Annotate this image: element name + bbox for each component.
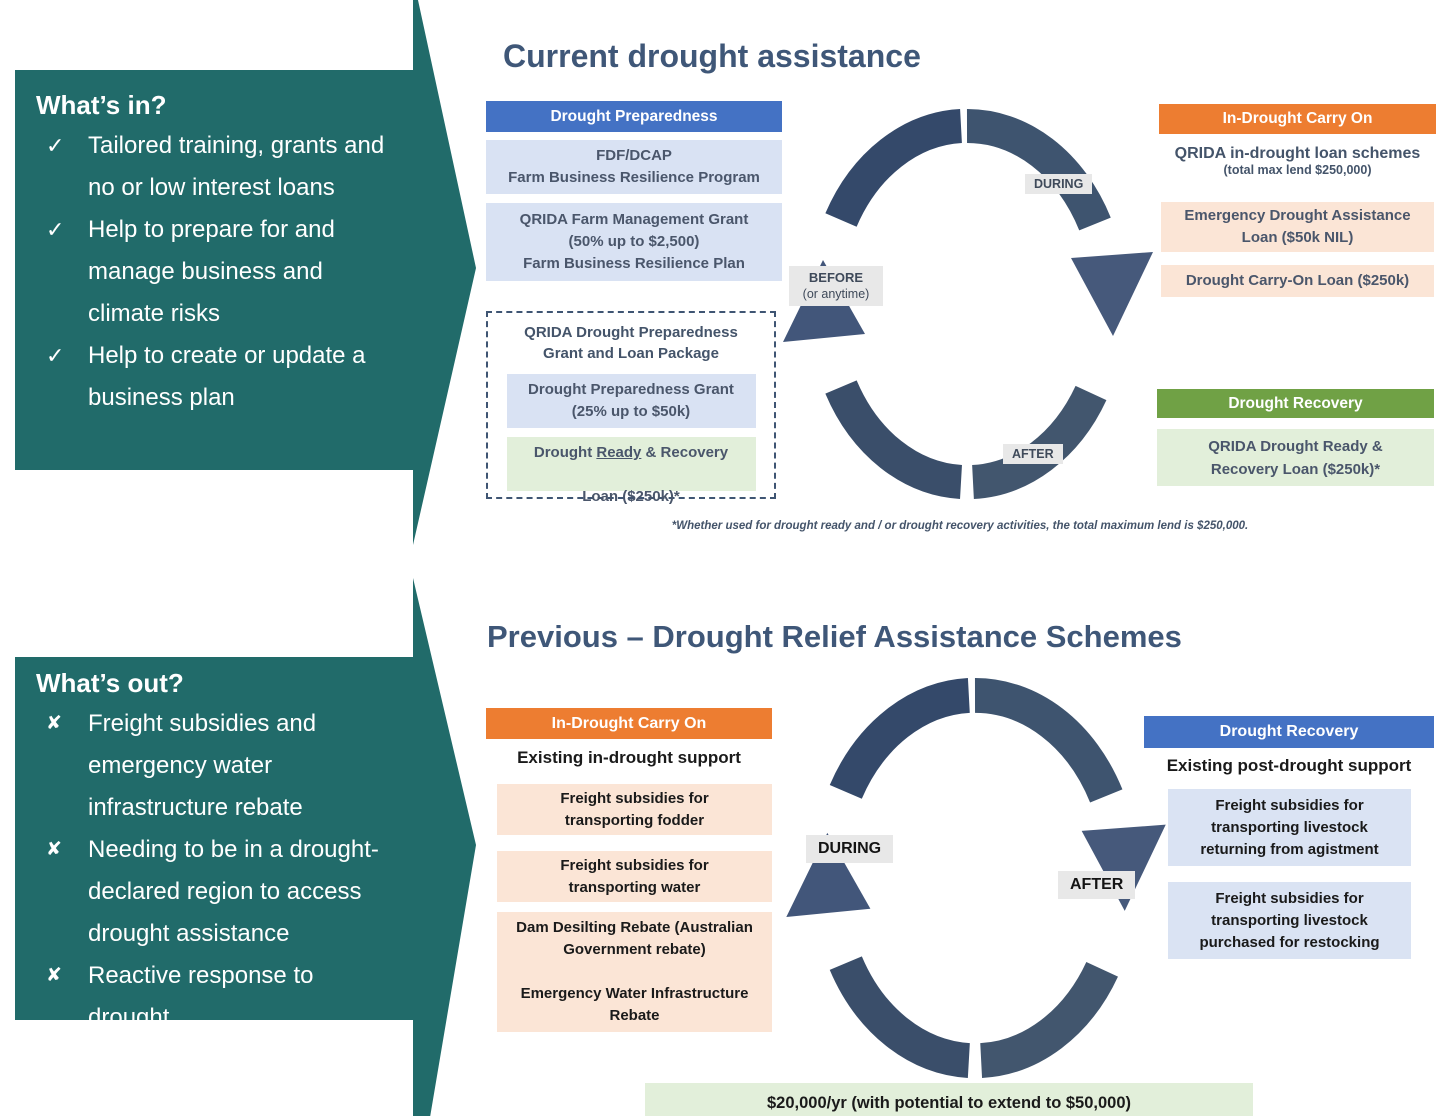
whats-out-bullet-2: ✘ Needing to be in a drought-declared re… [36, 829, 401, 955]
freight-water-box: Freight subsidies for transporting water [497, 851, 772, 902]
previous-carry-on-header: In-Drought Carry On [486, 708, 772, 739]
ready-recovery-loan-box: Drought Ready & Recovery Loan ($250k)* [506, 437, 756, 505]
before-label-main: BEFORE [808, 270, 864, 285]
in-drought-carry-on-header: In-Drought Carry On [1159, 104, 1436, 134]
loan-text-pre: Drought [533, 444, 597, 461]
whats-in-bullet-3-text: Help to create or update a business plan [88, 342, 366, 411]
loan-text-line2: Loan ($250k)* [582, 488, 680, 505]
funding-amount-bar: $20,000/yr (with potential to extend to … [645, 1083, 1253, 1116]
whats-out-arrow-shape [15, 578, 476, 1116]
check-icon: ✓ [46, 343, 65, 368]
whats-out-title: What’s out? [36, 668, 184, 698]
previous-diagram-title: Previous – Drought Relief Assistance Sch… [487, 619, 1182, 654]
existing-in-drought-support-subtitle: Existing in-drought support [517, 748, 741, 767]
cycle-arc-bottom-right [979, 961, 1118, 1078]
whats-in-arrow-shape [15, 0, 476, 545]
whats-in-bullet-3: ✓ Help to create or update a business pl… [36, 335, 401, 419]
cycle-arc-top-left [829, 678, 971, 799]
whats-in-bullet-2: ✓ Help to prepare for and manage busines… [36, 209, 401, 335]
whats-in-bullet-1-text: Tailored training, grants and no or low … [88, 132, 385, 201]
preparedness-grant-box: Drought Preparedness Grant (25% up to $5… [506, 374, 756, 428]
cycle-arc-top-right [974, 678, 1123, 803]
up-arrowhead-icon [786, 832, 871, 917]
freight-fodder-box: Freight subsidies for transporting fodde… [497, 784, 772, 835]
previous-cycle-graphic [786, 678, 1166, 1078]
emergency-drought-loan-box: Emergency Drought Assistance Loan ($50k … [1161, 202, 1434, 252]
whats-out-bullet-3: ✘ Reactive response to drought [36, 955, 401, 1039]
whats-out-callout: What’s out? ✘ Freight subsidies and emer… [36, 668, 401, 1039]
qrida-loan-schemes-subtitle: QRIDA in-drought loan schemes (total max… [1159, 145, 1436, 177]
cross-icon: ✘ [46, 839, 62, 860]
current-diagram-title: Current drought assistance [503, 38, 921, 74]
whats-out-bullet-1-text: Freight subsidies and emergency water in… [88, 710, 317, 821]
farm-management-grant-box: QRIDA Farm Management Grant (50% up to $… [486, 203, 782, 281]
whats-in-title: What’s in? [36, 90, 167, 120]
drought-preparedness-header: Drought Preparedness [486, 101, 782, 132]
whats-out-bullet-1: ✘ Freight subsidies and emergency water … [36, 703, 401, 829]
loan-text-underlined: Ready [596, 444, 642, 461]
check-icon: ✓ [46, 133, 65, 158]
subtitle-note: (total max lend $250,000) [1223, 163, 1372, 177]
dam-desilting-ewir-box: Dam Desilting Rebate (Australian Governm… [497, 912, 772, 1032]
before-label-sub: (or anytime) [802, 287, 870, 301]
cycle-arc-bottom-right [971, 385, 1107, 499]
cross-icon: ✘ [46, 965, 62, 986]
previous-after-label: AFTER [1058, 871, 1136, 899]
down-arrowhead-icon [1081, 824, 1166, 911]
current-during-label: DURING [1025, 174, 1093, 194]
current-after-label: AFTER [1003, 444, 1063, 464]
freight-livestock-restocking-box: Freight subsidies for transporting lives… [1168, 882, 1411, 959]
down-arrowhead-icon [1071, 252, 1153, 336]
fdf-dcap-box: FDF/DCAP Farm Business Resilience Progra… [486, 140, 782, 194]
current-before-label: BEFORE (or anytime) [789, 266, 883, 306]
current-footnote: *Whether used for drought ready and / or… [671, 520, 1249, 532]
whats-in-bullet-1: ✓ Tailored training, grants and no or lo… [36, 125, 401, 209]
previous-during-label: DURING [806, 835, 894, 863]
loan-text-post: & Recovery [641, 444, 729, 461]
cycle-arc-bottom-left [825, 380, 963, 499]
whats-out-bullet-2-text: Needing to be in a drought-declared regi… [88, 836, 379, 947]
check-icon: ✓ [46, 217, 65, 242]
drought-carry-on-loan-box: Drought Carry-On Loan ($250k) [1161, 265, 1434, 297]
cycle-arc-top-left [825, 109, 963, 227]
cross-icon: ✘ [46, 713, 62, 734]
drought-recovery-header: Drought Recovery [1157, 389, 1434, 418]
whats-in-callout: What’s in? ✓ Tailored training, grants a… [36, 90, 401, 419]
qrida-ready-recovery-loan-box: QRIDA Drought Ready & Recovery Loan ($25… [1157, 429, 1434, 486]
cycle-arc-bottom-left [829, 956, 971, 1078]
existing-post-drought-support-subtitle: Existing post-drought support [1166, 756, 1412, 775]
subtitle-main: QRIDA in-drought loan schemes [1174, 145, 1421, 162]
preparedness-package-box: QRIDA Drought Preparedness Grant and Loa… [486, 311, 776, 505]
freight-livestock-agistment-box: Freight subsidies for transporting lives… [1168, 789, 1411, 866]
previous-recovery-header: Drought Recovery [1144, 716, 1434, 748]
package-title: QRIDA Drought Preparedness Grant and Loa… [524, 324, 738, 362]
whats-out-bullet-3-text: Reactive response to drought [88, 962, 314, 1031]
cycle-arc-top-right [966, 108, 1111, 231]
whats-in-bullet-2-text: Help to prepare for and manage business … [88, 216, 335, 327]
